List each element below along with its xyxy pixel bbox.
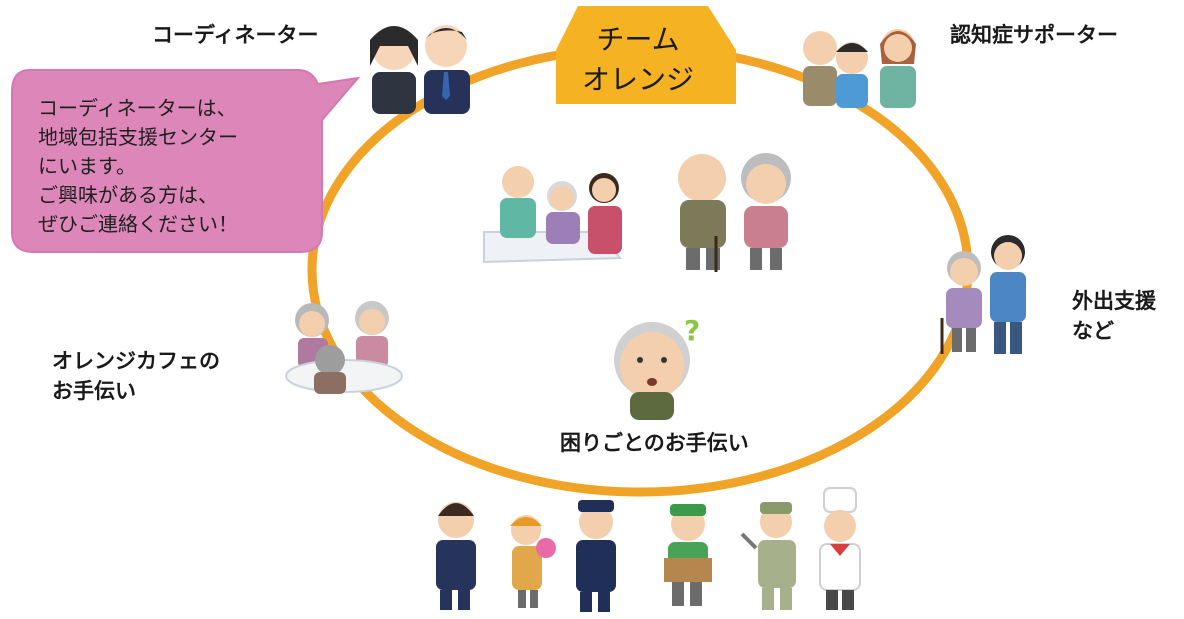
team-orange-badge: チーム オレンジ	[548, 20, 728, 100]
label-coordinator: コーディネーター	[152, 23, 319, 47]
label-outing-support: 外出支援 など	[1072, 286, 1156, 346]
label-cafe-line1: オレンジカフェの	[52, 349, 220, 373]
bubble-line: 地域包括支援センター	[38, 125, 238, 149]
label-outing-support-line1: 外出支援	[1072, 289, 1156, 313]
family-care-illustration	[483, 166, 622, 264]
orange-cafe-illustration	[285, 301, 403, 394]
bubble-line: ご興味がある方は、	[38, 183, 218, 207]
elderly-couple-illustration	[678, 153, 791, 272]
worried-elder-illustration: ?	[614, 314, 700, 420]
community-members-illustration	[436, 487, 861, 612]
bubble-line: ぜひご連絡ください！	[38, 212, 238, 236]
label-outing-support-line2: など	[1072, 319, 1114, 343]
bubble-line: コーディネーターは、	[38, 96, 237, 120]
speech-bubble	[11, 69, 361, 253]
bubble-line: にいます。	[38, 154, 136, 178]
outing-support-illustration	[940, 235, 1026, 354]
label-cafe-line2: お手伝い	[52, 379, 136, 403]
coordinator-illustration	[370, 25, 470, 114]
label-dementia-supporter: 認知症サポーター	[950, 23, 1118, 47]
team-badge-line1: チーム	[596, 23, 680, 56]
label-trouble-help: 困りごとのお手伝い	[560, 431, 749, 455]
label-orange-cafe-help: オレンジカフェの お手伝い	[52, 346, 220, 406]
speech-bubble-text: コーディネーターは、 地域包括支援センター にいます。 ご興味がある方は、 ぜひ…	[38, 94, 308, 239]
team-orange-badge-shape	[556, 6, 736, 104]
team-badge-line2: オレンジ	[581, 63, 694, 96]
team-ring	[307, 43, 973, 497]
dementia-supporter-illustration	[803, 29, 916, 108]
question-mark-icon: ?	[684, 314, 700, 347]
